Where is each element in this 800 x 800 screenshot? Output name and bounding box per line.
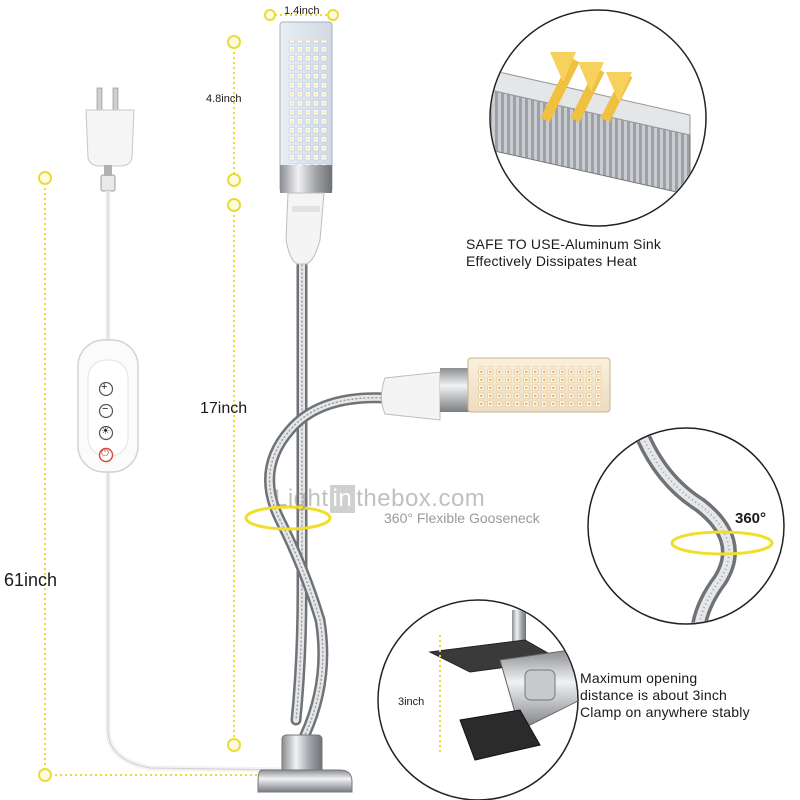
lamp-vertical bbox=[279, 21, 333, 265]
dimension-markers bbox=[38, 9, 446, 782]
clamp-opening-label: 3inch bbox=[398, 696, 425, 708]
minus-icon: − bbox=[102, 403, 109, 415]
lamp-horizontal bbox=[381, 357, 611, 421]
heat-sink-line-1: SAFE TO USE-Aluminum Sink bbox=[466, 236, 662, 252]
gooseneck-arms bbox=[264, 259, 391, 741]
rotation-detail bbox=[587, 427, 785, 625]
clamp-line-2: distance is about 3inch bbox=[580, 687, 728, 703]
clamp-caption: Maximum opening distance is about 3inch … bbox=[580, 670, 750, 721]
clamp-line-1: Maximum opening bbox=[580, 670, 698, 686]
cable-length-label: 61inch bbox=[4, 570, 58, 590]
inline-controller bbox=[77, 339, 139, 473]
plus-icon: + bbox=[101, 381, 108, 393]
panel-height-label: 4.8inch bbox=[206, 93, 242, 105]
clamp-detail bbox=[377, 599, 579, 800]
rotation-label: 360° bbox=[735, 510, 767, 527]
heat-sink-detail bbox=[489, 9, 707, 227]
brightness-icon: ☀ bbox=[101, 426, 110, 437]
panel-width-label: 1.4inch bbox=[284, 5, 320, 17]
power-adapter bbox=[85, 87, 135, 192]
heat-sink-line-2: Effectively Dissipates Heat bbox=[466, 253, 637, 269]
clamp-base bbox=[257, 734, 353, 793]
power-icon: ⏻ bbox=[101, 448, 109, 459]
power-cable bbox=[105, 191, 291, 773]
heat-sink-caption: SAFE TO USE-Aluminum Sink Effectively Di… bbox=[466, 236, 661, 270]
clamp-line-3: Clamp on anywhere stably bbox=[580, 704, 750, 720]
gooseneck-note: 360° Flexible Gooseneck bbox=[384, 510, 540, 526]
gooseneck-length-label: 17inch bbox=[200, 400, 248, 417]
